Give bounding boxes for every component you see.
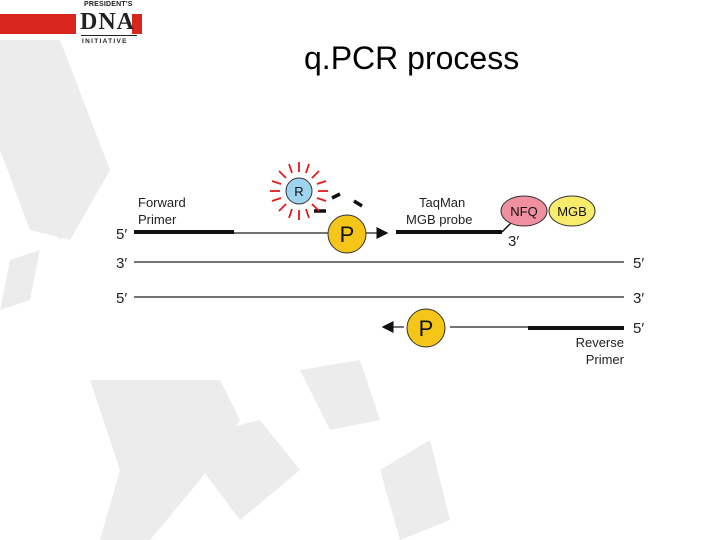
logo-red-bar-left <box>0 14 76 34</box>
strand-3-right-end: 3′ <box>633 290 644 307</box>
reporter-dye <box>285 177 313 205</box>
polymerase-top <box>327 214 367 254</box>
logo-bottom-text: INITIATIVE <box>82 38 128 45</box>
polymerase-top-label: P <box>340 222 355 247</box>
logo-red-bar-right <box>132 14 142 34</box>
strand-1-left-end: 5′ <box>116 226 127 243</box>
strand-3-left-end: 5′ <box>116 290 127 307</box>
nfq-label: NFQ <box>510 204 537 219</box>
mgb-label: MGB <box>557 204 587 219</box>
reporter-label: R <box>294 184 303 199</box>
logo-divider <box>81 35 137 36</box>
nfq-quencher <box>500 195 548 227</box>
logo-main-text: DNA <box>80 9 135 35</box>
probe-3-prime-end: 3′ <box>508 233 519 250</box>
polymerase-bottom <box>406 308 446 348</box>
forward-primer-label-line-2: Primer <box>138 212 177 227</box>
reporter-burst <box>270 162 328 220</box>
reverse-primer-label-line-2: Primer <box>586 352 625 367</box>
mgb-moiety <box>548 195 596 227</box>
reverse-primer-label-line-1: Reverse <box>576 335 624 350</box>
slide-title: q.PCR process <box>304 40 520 76</box>
forward-primer-label-line-1: Forward <box>138 195 186 210</box>
probe-label-line-2: MGB probe <box>406 212 472 227</box>
strand-2-left-end: 3′ <box>116 255 127 272</box>
strand-2-right-end: 5′ <box>633 255 644 272</box>
polymerase-bottom-label: P <box>419 316 434 341</box>
probe-linker <box>501 221 513 233</box>
logo-top-text: PRESIDENT'S <box>84 1 133 8</box>
presidents-dna-initiative-logo: PRESIDENT'S DNA INITIATIVE <box>0 0 150 50</box>
probe-label-line-1: TaqMan <box>419 195 465 210</box>
released-fragment-3 <box>353 199 363 208</box>
released-fragment-2 <box>331 192 341 200</box>
strand-4-right-end: 5′ <box>633 320 644 337</box>
